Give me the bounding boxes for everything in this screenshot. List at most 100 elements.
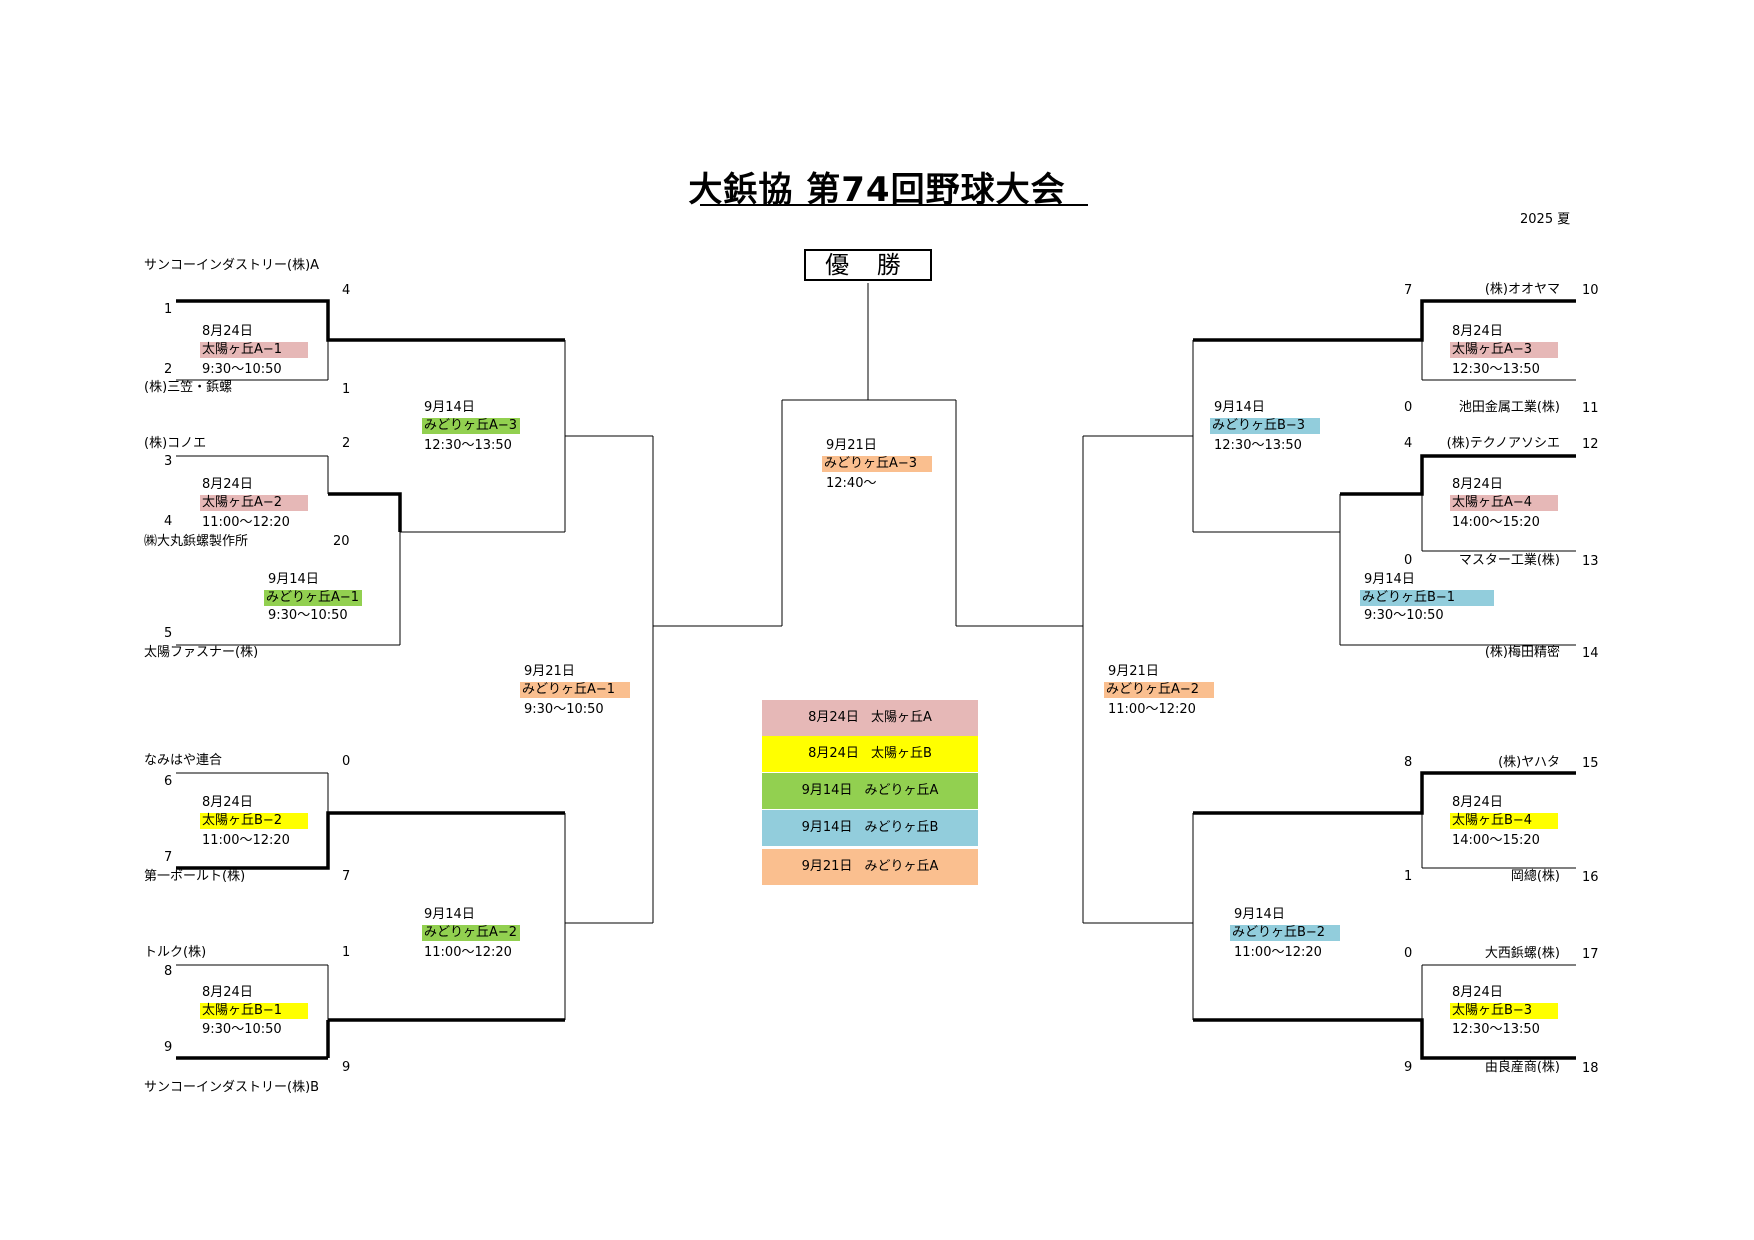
game-venue: 太陽ヶ丘A−1 xyxy=(200,342,308,358)
game-time: 14:00〜15:20 xyxy=(1452,833,1540,848)
winner-path xyxy=(1340,454,1576,496)
game-time: 14:00〜15:20 xyxy=(1452,515,1540,530)
score: 0 xyxy=(1404,553,1413,568)
seed-number: 10 xyxy=(1582,283,1599,298)
score: 1 xyxy=(342,382,351,397)
team-name: 池田金属工業(株) xyxy=(1458,400,1560,415)
game-time: 9:30〜10:50 xyxy=(268,608,348,623)
game-date: 9月21日 xyxy=(1108,664,1159,679)
game-venue: みどりヶ丘A−2 xyxy=(1104,682,1214,698)
seed-number: 16 xyxy=(1582,870,1599,885)
score: 8 xyxy=(1404,755,1413,770)
seed-number: 6 xyxy=(164,774,173,789)
team-name: ㈱大丸鋲螺製作所 xyxy=(144,534,249,549)
game-date: 8月24日 xyxy=(202,795,253,810)
score: 0 xyxy=(342,754,351,769)
game-time: 11:00〜12:20 xyxy=(1108,702,1196,717)
team-name: サンコーインダストリー(株)A xyxy=(144,258,320,273)
seed-number: 3 xyxy=(164,454,173,469)
game-time: 12:40〜 xyxy=(826,476,877,491)
seed-number: 14 xyxy=(1582,646,1599,661)
game-venue: 太陽ヶ丘B−3 xyxy=(1450,1003,1558,1019)
game-time: 12:30〜13:50 xyxy=(1214,438,1302,453)
game-venue: みどりヶ丘B−3 xyxy=(1210,418,1320,434)
team-name: 第一ボールト(株) xyxy=(144,869,246,884)
winner-path xyxy=(1193,771,1576,815)
game-date: 9月14日 xyxy=(1214,400,1265,415)
team-name: (株)ヤハタ xyxy=(1498,755,1560,770)
score: 4 xyxy=(1404,436,1413,451)
score: 1 xyxy=(342,945,351,960)
legend-item: 8月24日 太陽ヶ丘B xyxy=(762,736,978,772)
seed-number: 7 xyxy=(164,850,173,865)
game-time: 9:30〜10:50 xyxy=(202,362,282,377)
game-date: 9月14日 xyxy=(1364,572,1415,587)
game-time: 9:30〜10:50 xyxy=(202,1022,282,1037)
game-venue: みどりヶ丘A−3 xyxy=(422,418,520,434)
seed-number: 18 xyxy=(1582,1061,1599,1076)
game-venue: 太陽ヶ丘B−1 xyxy=(200,1003,308,1019)
game-time: 11:00〜12:20 xyxy=(202,515,290,530)
game-date: 9月14日 xyxy=(424,400,475,415)
game-venue: 太陽ヶ丘A−3 xyxy=(1450,342,1558,358)
team-name: (株)梅田精密 xyxy=(1484,645,1560,660)
game-date: 8月24日 xyxy=(202,985,253,1000)
team-name: マスター工業(株) xyxy=(1458,553,1560,568)
game-venue: みどりヶ丘A−2 xyxy=(422,925,520,941)
game-venue: みどりヶ丘A−1 xyxy=(520,682,630,698)
game-time: 9:30〜10:50 xyxy=(524,702,604,717)
team-name: トルク(株) xyxy=(144,945,207,960)
winner-path xyxy=(1193,299,1576,342)
seed-number: 9 xyxy=(164,1040,173,1055)
team-name: 由良産商(株) xyxy=(1484,1060,1560,1075)
team-name: (株)オオヤマ xyxy=(1484,282,1560,297)
game-time: 12:30〜13:50 xyxy=(1452,1022,1540,1037)
game-date: 8月24日 xyxy=(1452,795,1503,810)
winner-path xyxy=(176,299,565,342)
game-time: 12:30〜13:50 xyxy=(1452,362,1540,377)
winner-path xyxy=(1193,1018,1576,1060)
seed-number: 2 xyxy=(164,362,173,377)
team-name: (株)三笠・鋲螺 xyxy=(144,380,233,395)
team-name: (株)テクノアソシエ xyxy=(1446,436,1560,451)
score: 0 xyxy=(1404,400,1413,415)
score: 20 xyxy=(333,534,350,549)
game-date: 8月24日 xyxy=(1452,985,1503,1000)
seed-number: 11 xyxy=(1582,401,1599,416)
game-venue: みどりヶ丘B−2 xyxy=(1230,925,1340,941)
winner-path xyxy=(176,811,565,870)
game-date: 8月24日 xyxy=(202,477,253,492)
seed-number: 4 xyxy=(164,514,173,529)
score: 2 xyxy=(342,436,351,451)
season-label: 2025 夏 xyxy=(1520,212,1571,227)
team-name: 太陽ファスナー(株) xyxy=(144,645,259,660)
game-date: 9月21日 xyxy=(826,438,877,453)
game-time: 12:30〜13:50 xyxy=(424,438,512,453)
team-name: (株)コノエ xyxy=(144,436,207,451)
game-time: 9:30〜10:50 xyxy=(1364,608,1444,623)
game-venue: みどりヶ丘A−3 xyxy=(822,456,932,472)
score: 1 xyxy=(1404,869,1413,884)
game-venue: 太陽ヶ丘B−2 xyxy=(200,813,308,829)
game-date: 8月24日 xyxy=(202,324,253,339)
champion-box: 優 勝 xyxy=(804,249,932,281)
game-venue: みどりヶ丘B−1 xyxy=(1360,590,1494,606)
legend-item: 9月14日 みどりヶ丘A xyxy=(762,773,978,809)
game-date: 9月14日 xyxy=(268,572,319,587)
legend-item: 9月14日 みどりヶ丘B xyxy=(762,810,978,846)
score: 7 xyxy=(342,869,351,884)
title-underline xyxy=(700,204,1088,206)
score: 0 xyxy=(1404,946,1413,961)
legend-item: 8月24日 太陽ヶ丘A xyxy=(762,700,978,736)
team-name: 大西鋲螺(株) xyxy=(1484,946,1560,961)
winner-path xyxy=(328,492,402,532)
seed-number: 1 xyxy=(164,302,173,317)
game-venue: みどりヶ丘A−1 xyxy=(264,590,362,606)
game-date: 8月24日 xyxy=(1452,324,1503,339)
game-venue: 太陽ヶ丘A−2 xyxy=(200,495,308,511)
score: 7 xyxy=(1404,283,1413,298)
score: 9 xyxy=(1404,1060,1413,1075)
game-venue: 太陽ヶ丘B−4 xyxy=(1450,813,1558,829)
game-time: 11:00〜12:20 xyxy=(424,945,512,960)
